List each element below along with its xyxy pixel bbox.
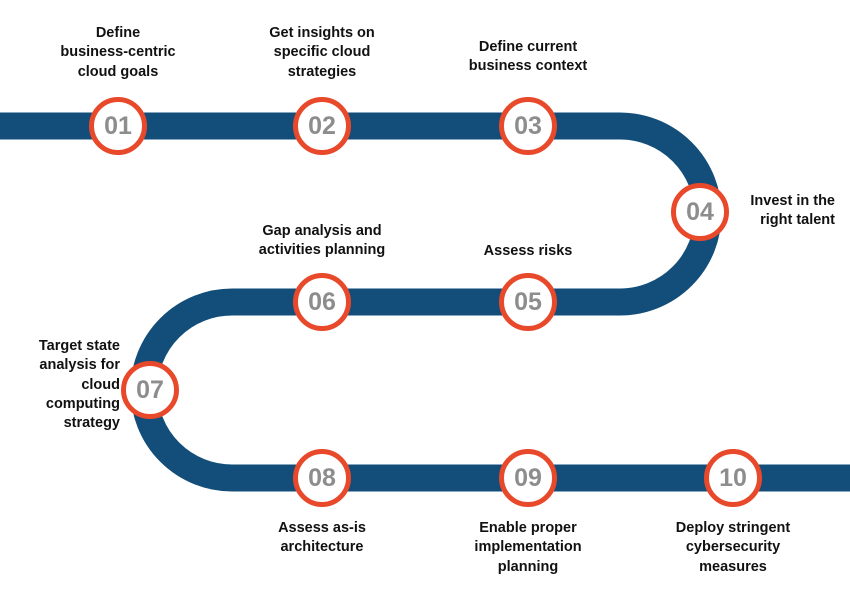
step-label-line: implementation [474, 539, 582, 556]
step-node-01[interactable]: 01 [89, 97, 147, 155]
step-label-line: Invest in the [750, 193, 835, 209]
step-node-02[interactable]: 02 [293, 97, 351, 155]
step-number-10: 10 [719, 463, 747, 492]
step-label-08: Assess as-is architecture [242, 519, 402, 558]
step-number-02: 02 [308, 111, 336, 140]
step-node-04[interactable]: 04 [671, 183, 729, 241]
step-label-line: cloud goals [77, 63, 159, 80]
step-label-line: analysis for [39, 357, 120, 374]
step-node-08[interactable]: 08 [293, 449, 351, 507]
step-label-01: Define business-centric cloud goals [38, 24, 198, 82]
step-label-09: Enable proper implementation planning [448, 519, 608, 577]
step-label-line: strategies [287, 63, 357, 80]
step-label-03: Define current business context [438, 38, 618, 77]
step-number-08: 08 [308, 463, 336, 492]
step-label-line: cybersecurity [685, 539, 781, 556]
step-node-09[interactable]: 09 [499, 449, 557, 507]
track-path [0, 112, 850, 492]
step-label-line: Define [95, 25, 141, 41]
step-label-line: business-centric [60, 44, 176, 61]
step-label-line: Enable proper [479, 520, 577, 536]
step-label-line: Gap analysis and [262, 223, 382, 239]
step-label-06: Gap analysis and activities planning [227, 222, 417, 261]
step-label-line: planning [497, 558, 559, 575]
step-label-line: architecture [280, 539, 364, 556]
step-label-line: Get insights on [269, 25, 375, 41]
step-number-03: 03 [514, 111, 542, 140]
step-label-line: cloud [81, 376, 120, 393]
step-label-07: Target state analysis for cloud computin… [0, 337, 120, 433]
step-node-06[interactable]: 06 [293, 273, 351, 331]
step-label-line: Define current [478, 39, 578, 55]
step-node-05[interactable]: 05 [499, 273, 557, 331]
step-label-line: Deploy stringent [675, 520, 791, 536]
step-label-line: activities planning [258, 242, 386, 259]
step-number-09: 09 [514, 463, 542, 492]
step-node-03[interactable]: 03 [499, 97, 557, 155]
step-label-line: Assess as-is [278, 520, 366, 536]
step-label-line: strategy [63, 415, 120, 432]
step-label-line: Target state [38, 338, 120, 354]
step-label-line: business context [468, 58, 588, 75]
step-label-02: Get insights on specific cloud strategie… [242, 24, 402, 82]
step-number-05: 05 [514, 287, 542, 316]
step-label-line: computing [45, 395, 120, 412]
step-number-06: 06 [308, 287, 336, 316]
step-label-04: Invest in the right talent [700, 192, 835, 231]
step-label-line: specific cloud [273, 44, 371, 61]
step-label-line: right talent [760, 212, 835, 229]
step-number-01: 01 [104, 111, 132, 140]
step-label-05: Assess risks [448, 242, 608, 261]
step-label-line: measures [699, 558, 767, 575]
step-number-07: 07 [136, 375, 164, 404]
step-number-04: 04 [686, 197, 714, 226]
step-label-line: Assess risks [483, 243, 573, 259]
step-node-10[interactable]: 10 [704, 449, 762, 507]
step-label-10: Deploy stringent cybersecurity measures [653, 519, 813, 577]
step-node-07[interactable]: 07 [121, 361, 179, 419]
